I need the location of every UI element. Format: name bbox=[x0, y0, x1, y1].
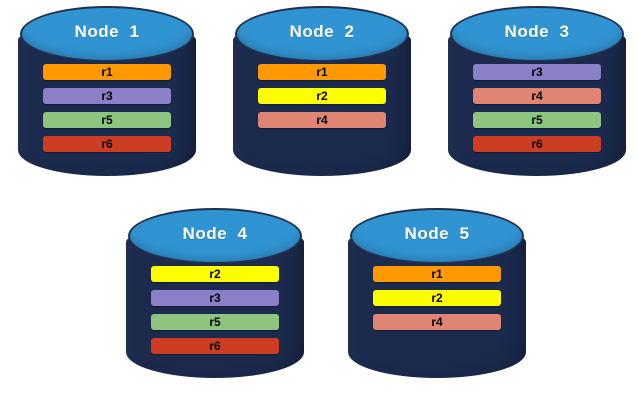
record-list: r1 r2 r4 bbox=[258, 64, 386, 128]
record-bar[interactable]: r4 bbox=[473, 88, 601, 104]
node-title: Node 5 bbox=[404, 224, 470, 243]
record-bar[interactable]: r5 bbox=[473, 112, 601, 128]
record-bar[interactable]: r6 bbox=[473, 136, 601, 152]
record-bar[interactable]: r5 bbox=[151, 314, 279, 330]
cylinder-top-ellipse bbox=[350, 208, 524, 264]
record-bar[interactable]: r2 bbox=[151, 266, 279, 282]
database-node-5[interactable]: Node 5 r1 r2 r4 bbox=[348, 206, 526, 394]
record-list: r1 r2 r4 bbox=[373, 266, 501, 330]
node-title: Node 4 bbox=[182, 224, 248, 243]
record-bar[interactable]: r5 bbox=[43, 112, 171, 128]
record-bar[interactable]: r3 bbox=[473, 64, 601, 80]
record-bar[interactable]: r4 bbox=[373, 314, 501, 330]
database-node-4[interactable]: Node 4 r2 r3 r5 r6 bbox=[126, 206, 304, 394]
record-bar[interactable]: r6 bbox=[43, 136, 171, 152]
cylinder-top-ellipse bbox=[20, 6, 194, 62]
record-list: r1 r3 r5 r6 bbox=[43, 64, 171, 152]
record-bar[interactable]: r6 bbox=[151, 338, 279, 354]
record-bar[interactable]: r1 bbox=[373, 266, 501, 282]
record-bar[interactable]: r1 bbox=[43, 64, 171, 80]
database-node-3[interactable]: Node 3 r3 r4 r5 r6 bbox=[448, 4, 626, 192]
record-bar[interactable]: r3 bbox=[43, 88, 171, 104]
node-title: Node 2 bbox=[289, 22, 355, 41]
record-bar[interactable]: r3 bbox=[151, 290, 279, 306]
cylinder-top-ellipse bbox=[235, 6, 409, 62]
record-list: r3 r4 r5 r6 bbox=[473, 64, 601, 152]
node-title: Node 3 bbox=[504, 22, 570, 41]
record-bar[interactable]: r2 bbox=[373, 290, 501, 306]
node-title: Node 1 bbox=[74, 22, 140, 41]
database-node-2[interactable]: Node 2 r1 r2 r4 bbox=[233, 4, 411, 192]
record-list: r2 r3 r5 r6 bbox=[151, 266, 279, 354]
database-node-1[interactable]: Node 1 r1 r3 r5 r6 bbox=[18, 4, 196, 192]
cylinder-top-ellipse bbox=[128, 208, 302, 264]
record-bar[interactable]: r4 bbox=[258, 112, 386, 128]
cylinder-top-ellipse bbox=[450, 6, 624, 62]
record-bar[interactable]: r2 bbox=[258, 88, 386, 104]
record-bar[interactable]: r1 bbox=[258, 64, 386, 80]
